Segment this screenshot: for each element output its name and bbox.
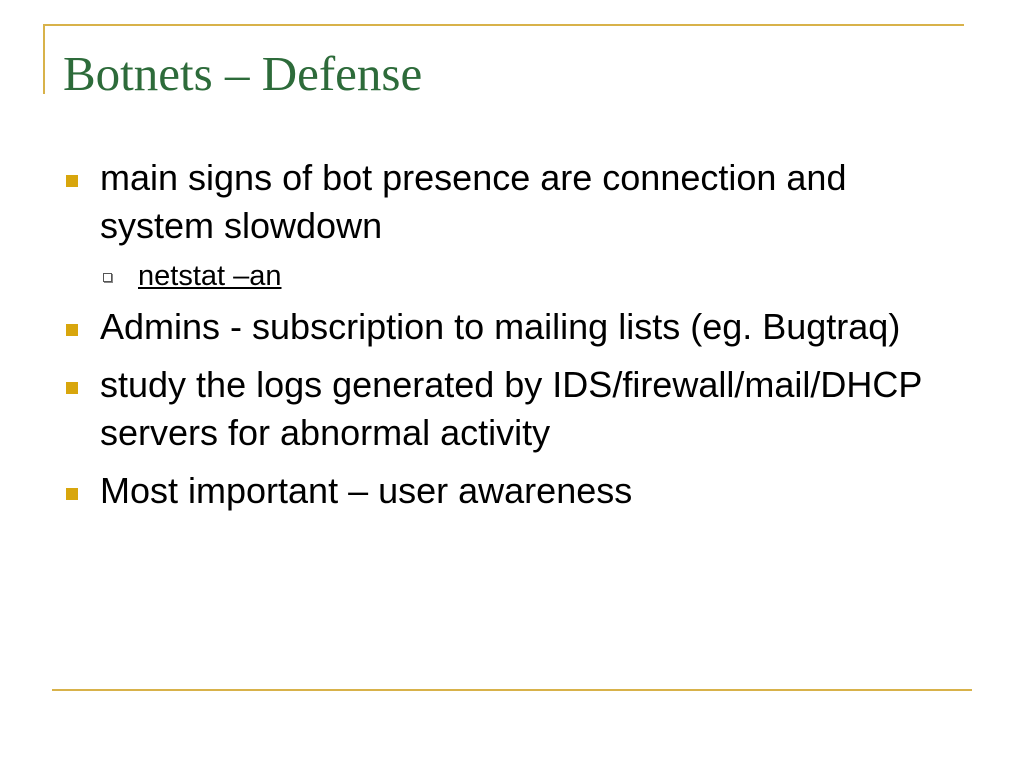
square-bullet-icon	[66, 382, 78, 394]
left-accent-line	[43, 24, 45, 94]
bullet-item: Most important – user awareness	[62, 467, 962, 515]
bullet-list: main signs of bot presence are connectio…	[62, 154, 962, 525]
bullet-text: Admins - subscription to mailing lists (…	[100, 306, 901, 347]
square-bullet-icon	[66, 324, 78, 336]
square-bullet-icon	[66, 175, 78, 187]
top-accent-line	[43, 24, 964, 26]
bullet-item: main signs of bot presence are connectio…	[62, 154, 962, 250]
sub-bullet-link[interactable]: netstat –an	[138, 260, 282, 292]
bullet-item: Admins - subscription to mailing lists (…	[62, 303, 962, 351]
hollow-square-bullet-icon	[103, 273, 112, 282]
bullet-text: Most important – user awareness	[100, 470, 633, 511]
slide-title: Botnets – Defense	[63, 46, 423, 101]
bullet-text: main signs of bot presence are connectio…	[100, 157, 847, 246]
square-bullet-icon	[66, 488, 78, 500]
bullet-text: study the logs generated by IDS/firewall…	[100, 364, 922, 453]
sub-bullet-item: netstat –an	[62, 257, 962, 295]
bottom-accent-line	[52, 689, 972, 691]
bullet-item: study the logs generated by IDS/firewall…	[62, 361, 962, 457]
